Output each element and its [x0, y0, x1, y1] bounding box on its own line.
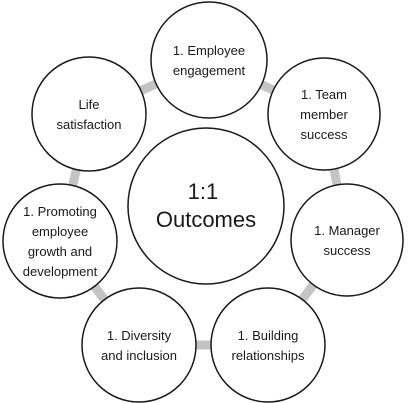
outcome-node-label-line: employee	[32, 224, 88, 239]
outcome-node-label-line: success	[324, 243, 371, 258]
center-label-line-1: 1:1	[188, 179, 219, 204]
outcome-node-label-line: satisfaction	[56, 117, 121, 132]
outcome-node-label-line: 1. Team	[301, 87, 347, 102]
outcome-node-life-satisfaction: Life satisfaction	[31, 56, 147, 172]
outcome-node-label-line: 1. Building	[238, 328, 299, 343]
center-circle	[127, 127, 285, 285]
center-node: 1:1 Outcomes	[127, 127, 285, 285]
outcome-node-employee-engagement: 1. Employee engagement	[150, 1, 268, 119]
outcome-node-label-line: growth and	[28, 244, 92, 259]
outcome-node-label-line: relationships	[232, 348, 305, 363]
outcome-node-label-line: 1. Manager	[314, 223, 380, 238]
outcome-node-circle	[2, 183, 118, 299]
outcome-node-diversity-inclusion: 1. Diversity and inclusion	[81, 287, 197, 403]
outcome-node-label-line: success	[301, 127, 348, 142]
outcome-node-label: 1. Promoting employee growth and developmen…	[23, 204, 98, 279]
outcome-node-circle	[210, 287, 326, 403]
center-label-line-2: Outcomes	[156, 207, 256, 232]
outcome-node-circle	[81, 287, 197, 403]
outcome-node-manager-success: 1. Manager success	[290, 183, 404, 297]
outcome-node-label-line: engagement	[173, 63, 246, 78]
outcome-node-label: 1. Diversity and inclusion	[101, 328, 177, 363]
center-label: 1:1 Outcomes	[156, 179, 256, 232]
outcome-node-label: 1. Team member success	[300, 87, 348, 142]
outcome-node-label-line: and inclusion	[101, 348, 177, 363]
outcome-node-circle	[150, 1, 268, 119]
outcome-node-promoting-growth: 1. Promoting employee growth and developmen…	[2, 183, 118, 299]
outcome-node-label: 1. Employee engagement	[173, 43, 246, 78]
outcome-node-label-line: member	[300, 107, 348, 122]
outcome-node-label: 1. Building relationships	[232, 328, 305, 363]
outcome-node-label-line: 1. Promoting	[23, 204, 97, 219]
outcome-node-label-line: 1. Diversity	[107, 328, 172, 343]
outcome-node-label-line: 1. Employee	[173, 43, 245, 58]
outcome-node-building-relationships: 1. Building relationships	[210, 287, 326, 403]
outcome-node-team-member-success: 1. Team member success	[267, 57, 381, 171]
outcome-node-circle	[31, 56, 147, 172]
outcome-node-label: Life satisfaction	[56, 97, 121, 132]
outcome-node-label-line: Life	[79, 97, 100, 112]
outcome-node-label-line: development	[23, 264, 98, 279]
outcome-node-label: 1. Manager success	[314, 223, 380, 258]
outcome-nodes: 1. Employee engagement 1. Team member succes…	[2, 1, 404, 403]
outcome-node-circle	[267, 57, 381, 171]
outcome-node-circle	[290, 183, 404, 297]
